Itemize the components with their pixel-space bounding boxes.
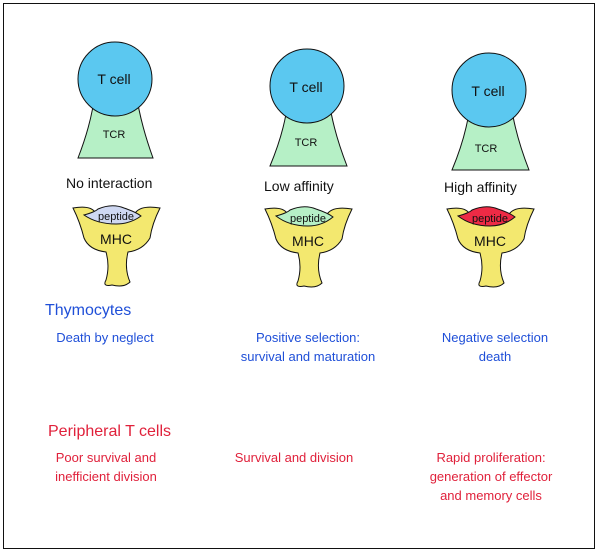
thymocytes-heading: Thymocytes <box>45 302 132 319</box>
peptide-shape <box>82 205 142 225</box>
outcome-line: Positive selection: <box>255 330 361 345</box>
column-no-interaction: T cell TCR peptide MHC <box>72 41 161 287</box>
tcr-label: TCR <box>475 143 498 155</box>
t-cell-circle <box>451 52 527 128</box>
tcr-label: TCR <box>103 129 126 141</box>
interaction-label-no-interaction: No interaction <box>66 175 153 191</box>
outcome-line: inefficient division <box>55 469 157 484</box>
outcome-line: Negative selection <box>441 330 549 345</box>
t-cell-label: T cell <box>471 83 504 99</box>
tcr-label: TCR <box>295 137 318 149</box>
peptide-label: peptide <box>98 211 134 223</box>
outcome-line: Poor survival and <box>55 450 157 465</box>
outcome-line: Rapid proliferation: <box>436 450 546 465</box>
t-cell-label: T cell <box>289 79 322 95</box>
thymocyte-outcome-low-affinity: Positive selection: survival and maturat… <box>218 328 398 366</box>
outcome-line: survival and maturation <box>240 349 376 364</box>
peripheral-outcome-no-interaction: Poor survival and inefficient division <box>36 448 176 486</box>
peripheral-outcome-high-affinity: Rapid proliferation: generation of effec… <box>406 448 576 505</box>
outcome-line: generation of effector <box>429 469 553 484</box>
t-cell-label: T cell <box>97 71 130 87</box>
column-high-affinity: T cell TCR peptide MHC <box>446 52 535 288</box>
peptide-shape <box>274 206 334 227</box>
interaction-label-high-affinity: High affinity <box>444 179 517 195</box>
t-cell-circle <box>77 41 153 117</box>
peptide-label: peptide <box>290 213 326 225</box>
thymocyte-outcome-high-affinity: Negative selection death <box>415 328 575 366</box>
peptide-label: peptide <box>472 213 508 225</box>
peptide-shape <box>456 206 516 227</box>
interaction-label-low-affinity: Low affinity <box>264 178 334 194</box>
outcome-line: Death by neglect <box>56 330 154 345</box>
thymocyte-outcome-no-interaction: Death by neglect <box>30 328 180 347</box>
outcome-line: and memory cells <box>440 488 542 503</box>
mhc-label: MHC <box>292 233 324 249</box>
figure-frame <box>3 3 595 549</box>
mhc-label: MHC <box>100 231 132 247</box>
outcome-line: death <box>478 349 512 364</box>
peripheral-outcome-low-affinity: Survival and division <box>214 448 374 467</box>
column-low-affinity: T cell TCR peptide MHC <box>264 48 353 288</box>
peripheral-heading: Peripheral T cells <box>48 423 172 440</box>
mhc-label: MHC <box>474 233 506 249</box>
outcome-line: Survival and division <box>234 450 354 465</box>
t-cell-circle <box>269 48 345 124</box>
